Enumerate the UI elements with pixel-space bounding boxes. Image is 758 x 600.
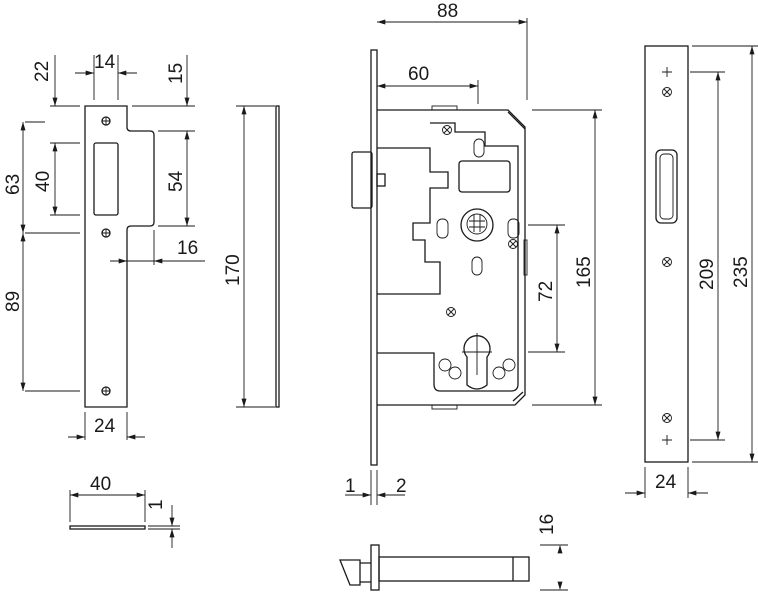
bolt-section [339, 544, 568, 591]
dim-lip-height: 54 [166, 170, 187, 192]
dim-lip-depth: 16 [177, 238, 198, 259]
dim-top-offset: 22 [32, 61, 53, 82]
strike-section [69, 490, 180, 548]
lock-body [351, 49, 528, 466]
dim-right-offset: 15 [166, 63, 187, 84]
screw-icon [662, 257, 672, 267]
dim-center-distance: 72 [536, 281, 557, 302]
dim-strike-width: 14 [94, 52, 116, 73]
dim-strike-length: 170 [223, 254, 244, 286]
lock-dimension-lines [345, 18, 602, 505]
spindle-icon [460, 208, 494, 242]
dim-faceplate-width: 24 [655, 472, 677, 493]
strike-plate [84, 105, 280, 408]
dim-overall-depth: 88 [437, 1, 458, 22]
dim-section-thickness: 1 [146, 499, 167, 510]
screw-hole-icon [101, 116, 111, 126]
dim-faceplate-length: 235 [731, 256, 752, 288]
screw-hole-icon [101, 228, 111, 238]
dim-upper-span: 63 [3, 174, 24, 195]
dim-lower-span: 89 [3, 291, 24, 312]
dim-strike-plate-width: 24 [94, 416, 116, 437]
cylinder-cutout-icon [438, 333, 516, 390]
screw-hole-icon [101, 386, 111, 396]
faceplate-dimension-lines [625, 45, 758, 498]
screw-icon [508, 239, 518, 249]
dim-gap: 2 [396, 476, 407, 497]
dim-slot-height: 40 [33, 171, 54, 192]
dim-faceplate-thickness: 1 [345, 476, 356, 497]
dim-section-width: 40 [90, 474, 111, 495]
screw-icon [442, 125, 452, 135]
screw-icon [662, 413, 672, 423]
strike-dimension-lines [20, 55, 275, 440]
dim-screw-spacing: 209 [697, 258, 718, 290]
dim-lock-height: 165 [574, 256, 595, 288]
screw-icon [446, 307, 456, 317]
dim-backset: 60 [408, 64, 429, 85]
dim-bolt-height: 16 [537, 514, 558, 535]
screw-icon [662, 87, 672, 97]
faceplate [644, 45, 689, 463]
